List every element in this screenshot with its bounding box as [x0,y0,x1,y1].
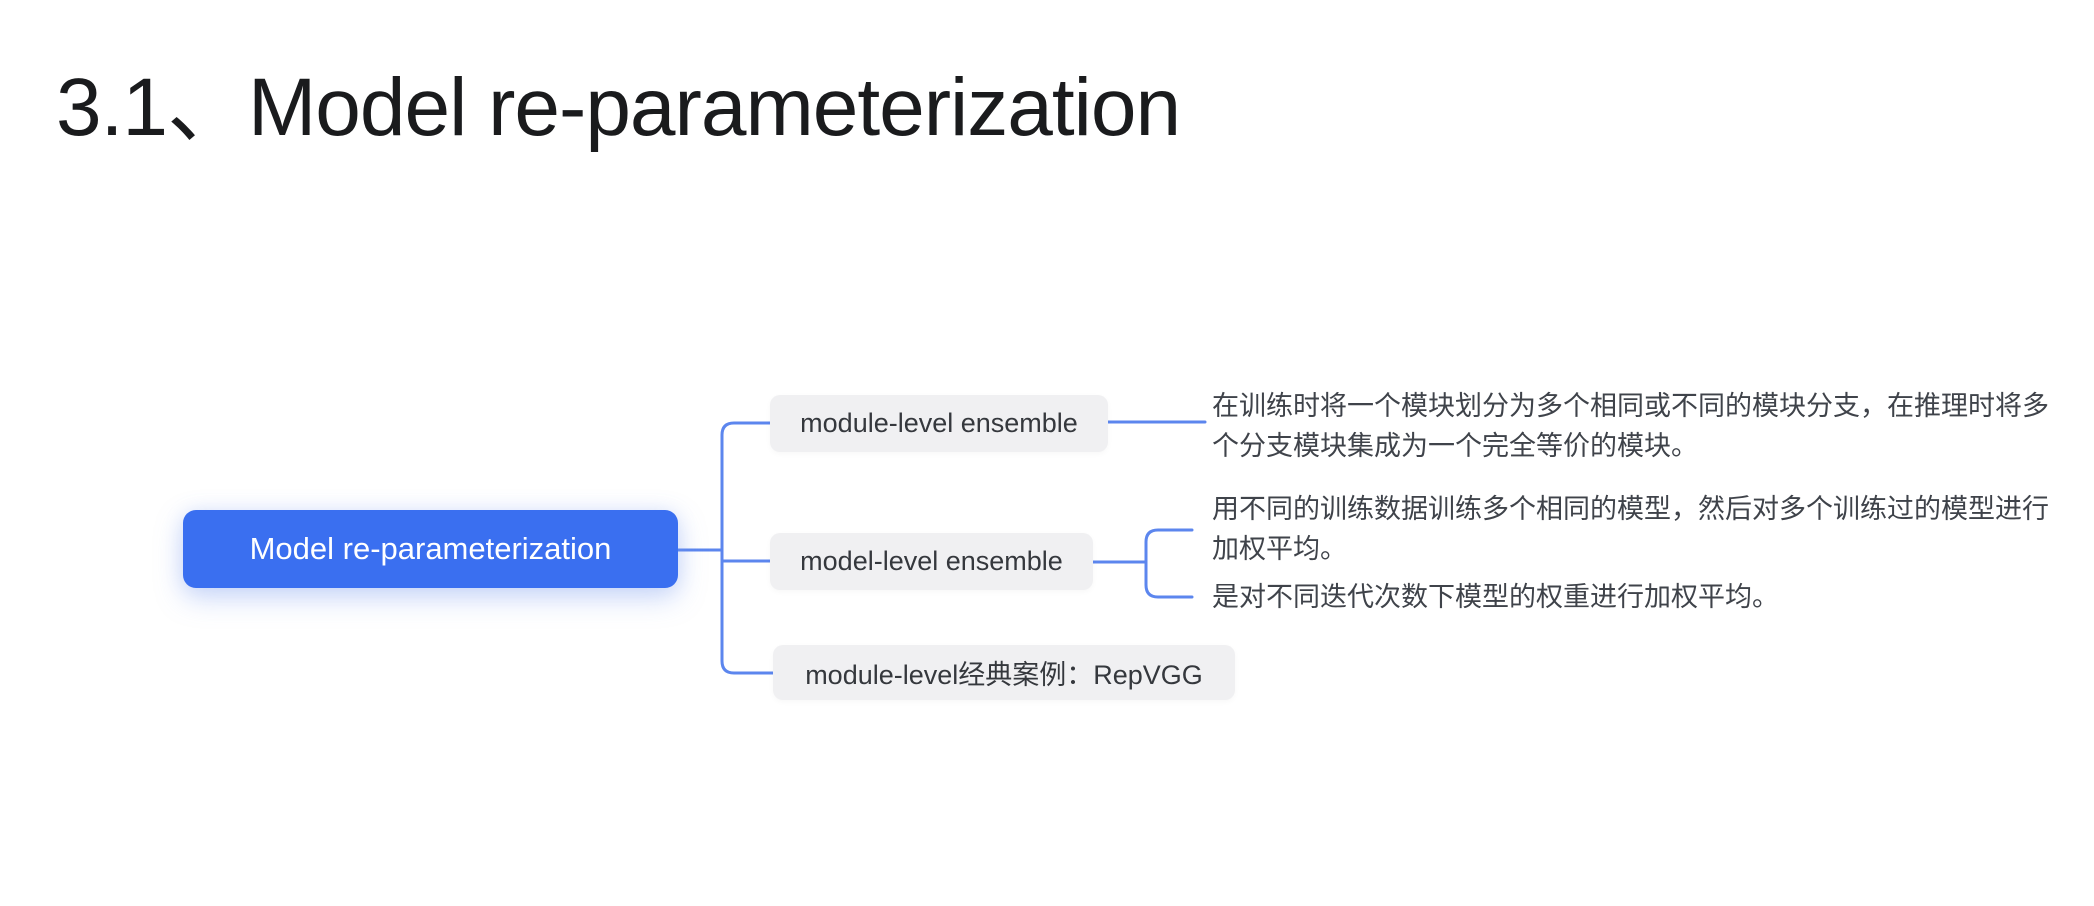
note-module-level-ensemble-description[interactable]: 在训练时将一个模块划分为多个相同或不同的模块分支，在推理时将多 个分支模块集成为… [1212,391,2049,461]
note-model-level-ensemble-description-1[interactable]: 用不同的训练数据训练多个相同的模型，然后对多个训练过的模型进行 加权平均。 [1212,494,2049,564]
page-title: 3.1、Model re-parameterization [56,62,1181,153]
mindmap-node-model-level-ensemble[interactable]: model-level ensemble [770,533,1093,590]
mindmap-node-module-level-ensemble[interactable]: module-level ensemble [770,395,1108,452]
link-node2-fork-branches [1144,528,1194,599]
link-trunk-outer-branches [720,421,775,675]
mindmap-node-module-level-case-repvgg[interactable]: module-level经典案例：RepVGG [773,645,1235,700]
note-model-level-ensemble-description-2[interactable]: 是对不同迭代次数下模型的权重进行加权平均。 [1212,582,1779,612]
mindmap-root-node[interactable]: Model re-parameterization [183,510,678,588]
